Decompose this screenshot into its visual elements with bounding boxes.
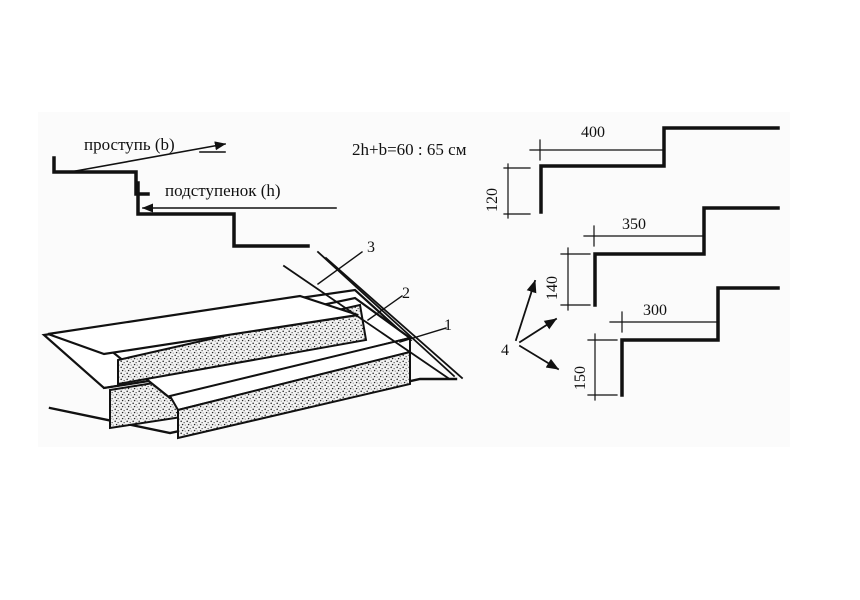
profile-3-tread: 300 [643,302,667,319]
callout-4: 4 [501,342,509,359]
staircase-drawing [41,250,464,440]
profile-300-150 [587,286,780,401]
callout-3: 3 [367,239,375,256]
profile-1-riser: 120 [484,188,501,212]
callout-4-arrows [514,279,560,371]
profile-2-tread: 350 [622,216,646,233]
callout-1: 1 [444,317,452,334]
profile-1-tread: 400 [581,124,605,141]
profile-350-140 [560,206,780,311]
step-formula: 2h+b=60 : 65 см [352,140,467,159]
callout-2: 2 [402,285,410,302]
profile-2-riser: 140 [544,276,561,300]
profile-3-riser: 150 [572,366,589,390]
riser-bottom [177,350,411,440]
tread-label: проступь (b) [84,135,175,154]
stair-profile-small [52,141,337,248]
profile-400-120 [503,126,780,219]
tread-top [47,294,359,356]
riser-label: подступенок (h) [165,181,281,200]
callout-leaders [317,251,447,343]
